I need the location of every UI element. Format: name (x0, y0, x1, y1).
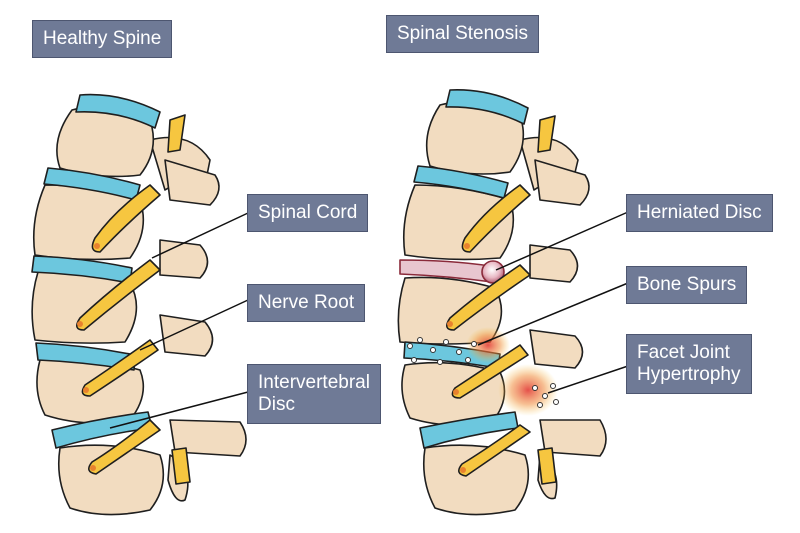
callout-facet-joint-line2: Hypertrophy (637, 364, 741, 385)
callout-facet-joint-line1: Facet Joint (637, 342, 730, 363)
spinous-processes (149, 136, 247, 502)
nerve-roots (76, 114, 191, 485)
callout-herniated-disc: Herniated Disc (626, 194, 773, 232)
panel-title-healthy: Healthy Spine (32, 20, 173, 58)
bone-spurs (407, 337, 559, 408)
leader-lines (109, 211, 629, 429)
callout-intervertebral-disc-line1: Intervertebral (258, 372, 370, 393)
intervertebral-discs (31, 93, 161, 449)
spinous-processes-stenosis (519, 136, 607, 500)
healthy-spine (31, 93, 247, 516)
callout-nerve-root: Nerve Root (247, 284, 366, 322)
nerve-root-dots-stenosis (447, 243, 470, 473)
nerve-root-dots (77, 243, 100, 471)
callout-intervertebral-disc-line2: Disc (258, 394, 295, 415)
callout-intervertebral-disc: Intervertebral Disc (247, 364, 381, 424)
stenosis-spine (397, 89, 607, 516)
inflammation-facet (498, 364, 558, 416)
callout-facet-joint: Facet Joint Hypertrophy (626, 334, 752, 394)
vertebrae (31, 105, 165, 516)
callout-spinal-cord: Spinal Cord (247, 194, 369, 232)
panel-title-stenosis: Spinal Stenosis (386, 15, 539, 53)
nerves-stenosis (446, 115, 557, 485)
callout-bone-spurs: Bone Spurs (626, 266, 748, 304)
